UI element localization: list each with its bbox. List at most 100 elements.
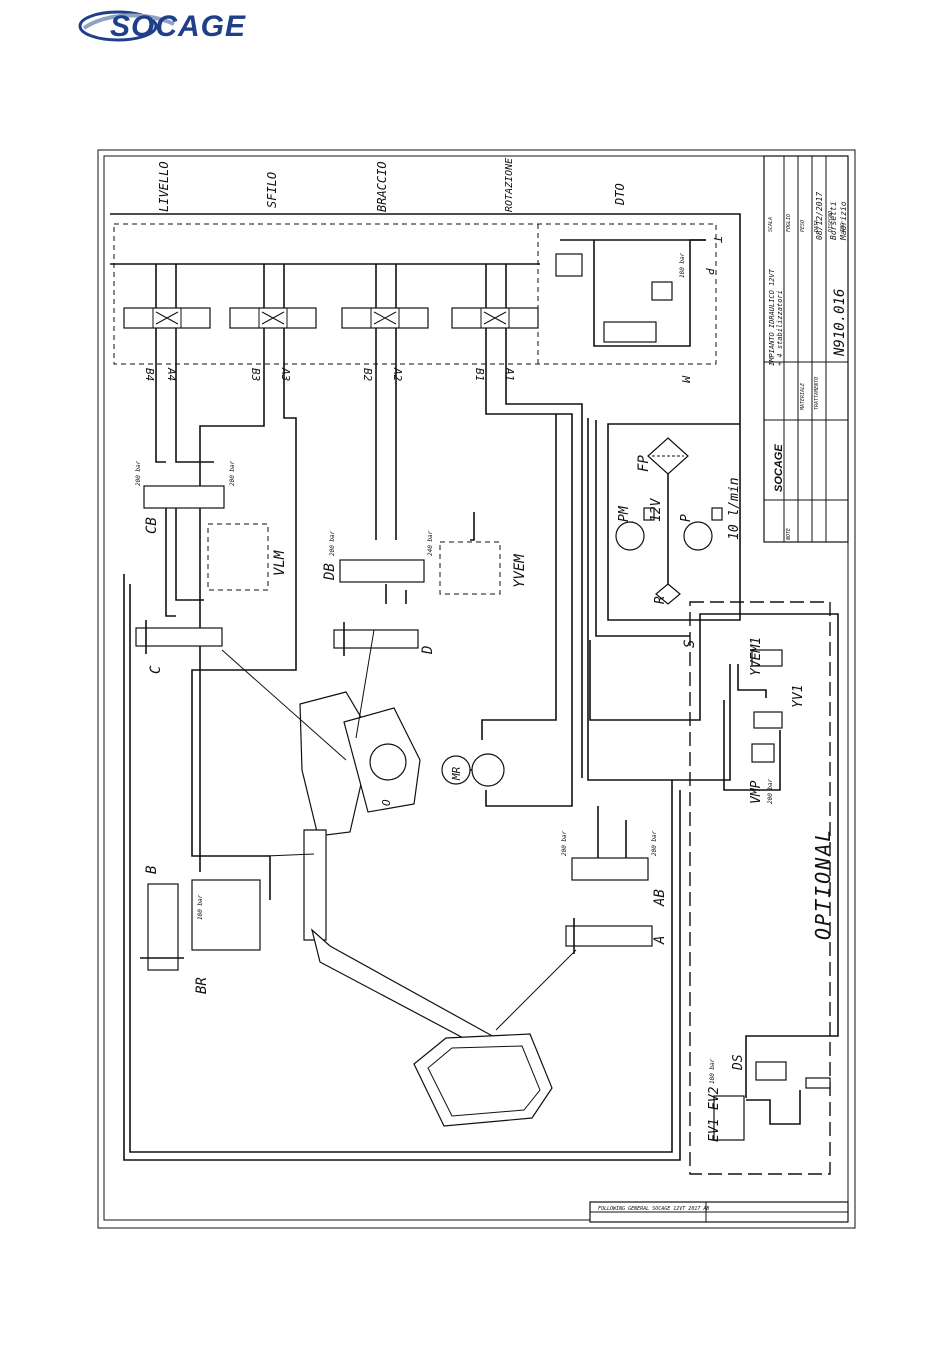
- title-label-note: NOTE: [786, 528, 792, 541]
- label-ds: DS: [731, 1054, 746, 1071]
- br-block: [191, 879, 261, 951]
- port-b1: B1: [473, 368, 486, 381]
- rating-cb-right: 200 bar: [229, 460, 236, 486]
- rating-ab-right: 200 bar: [651, 830, 658, 856]
- section-braccio: BRACCIO: [375, 161, 389, 212]
- rating-br: 180 bar: [197, 894, 204, 920]
- label-r: R: [653, 596, 668, 604]
- title-label-ing: ING: [840, 223, 846, 232]
- label-d: D: [420, 646, 436, 655]
- cylinder-c: [135, 627, 223, 647]
- label-s: S: [682, 640, 698, 648]
- title-label-data: DATA: [814, 220, 820, 233]
- cylinder-b: [147, 883, 179, 971]
- cb-block: [143, 485, 225, 509]
- port-a2: A2: [391, 367, 404, 382]
- cylinders: [135, 620, 653, 971]
- label-yvem: YVEM: [512, 554, 528, 588]
- port-t: T: [711, 236, 724, 244]
- label-br: BR: [194, 977, 210, 994]
- label-ab: AB: [652, 889, 668, 907]
- directional-valves: [123, 264, 539, 329]
- title-data: 08/12/2017: [815, 192, 824, 240]
- check-valve-blocks: [143, 485, 649, 951]
- cylinder-d: [333, 629, 419, 649]
- cylinder-a: [565, 925, 653, 947]
- optional-label: OPTIONAL: [811, 828, 835, 940]
- label-c: C: [148, 665, 164, 674]
- label-ev2: EV2: [707, 1086, 722, 1110]
- crane-drawing: [221, 629, 577, 1127]
- drawing-inner-frame: [103, 155, 849, 1221]
- yvem-block: [439, 541, 501, 595]
- title-label-foglio: FOGLIO: [786, 214, 792, 232]
- section-dto: DTO: [613, 183, 627, 206]
- title-label-peso: PESO: [800, 220, 806, 232]
- port-m: M: [679, 375, 692, 383]
- title-impianto: IMPIANTO IDRAULICO 12VT: [768, 268, 776, 366]
- revision-caption: FOLLOWING GENERAL SOCAGE 12VT 2017 AB: [598, 1206, 709, 1212]
- valve-sfilo: [229, 264, 317, 329]
- title-label-trattamento: TRATTAMENTO: [814, 377, 820, 410]
- valve-rotazione: [451, 264, 539, 329]
- port-a3: A3: [279, 367, 292, 381]
- label-p: P: [679, 514, 694, 522]
- rating-db-right: 240 bar: [427, 530, 434, 556]
- drawing-frame: [97, 149, 856, 1229]
- label-db: DB: [322, 563, 338, 581]
- label-fp: FP: [636, 455, 652, 472]
- label-yvem1: YVEM1: [749, 637, 764, 676]
- title-label-disegno: DISEGNO: [828, 211, 834, 233]
- section-livello: LIVELLO: [157, 161, 171, 212]
- title-disegno: Borsetti: [829, 201, 838, 240]
- port-p: P: [703, 268, 716, 275]
- port-a1: A1: [503, 367, 516, 381]
- section-rotazione: ROTAZIONE: [504, 158, 515, 212]
- port-b2: B2: [361, 368, 374, 382]
- valve-bank-enclosure: [113, 223, 717, 365]
- valve-braccio: [341, 264, 429, 329]
- port-a4: A4: [165, 367, 178, 381]
- db-block: [339, 559, 425, 583]
- title-stabilizzatori: + 4 stabilizzatori: [776, 290, 784, 366]
- label-o: O: [380, 799, 393, 806]
- pump-circuit: [607, 396, 741, 621]
- title-label-scala: SCALA: [768, 217, 774, 232]
- label-pm: PM: [617, 505, 632, 522]
- rating-voltage: 12V: [649, 497, 664, 522]
- label-vmp: VMP: [749, 780, 764, 804]
- rotation-motor: [441, 753, 505, 787]
- title-block: IMPIANTO IDRAULICO 12VT + 4 stabilizzato…: [763, 155, 849, 543]
- label-b: B: [144, 866, 160, 874]
- title-logo: SOCAGE: [773, 444, 785, 492]
- rating-ds: 180 bar: [709, 1058, 716, 1084]
- title-label-materiale: MATERIALE: [800, 383, 806, 411]
- optional-circuit: [713, 649, 831, 1141]
- valve-livello: [123, 264, 211, 329]
- section-labels: LIVELLO SFILO BRACCIO ROTAZIONE DTO: [157, 158, 627, 212]
- logo-text: SOCAGE: [110, 10, 246, 43]
- rating-ab-left: 200 bar: [561, 830, 568, 856]
- rating-cb-left: 200 bar: [135, 460, 142, 486]
- rating-flow: 10 l/min: [727, 477, 742, 540]
- rating-db-left: 200 bar: [329, 530, 336, 556]
- dto-block: [555, 239, 706, 347]
- vlm-block: [207, 523, 269, 591]
- component-labels: CB VLM C DB YVEM D MR O B BR AB A PM P F…: [144, 455, 806, 1142]
- rating-labels: 200 bar 200 bar 200 bar 240 bar 200 bar …: [135, 252, 774, 1084]
- label-cb: CB: [144, 517, 160, 534]
- section-sfilo: SFILO: [265, 172, 279, 208]
- label-ev1: EV1: [707, 1119, 722, 1142]
- socage-logo: SOCAGE: [78, 10, 246, 43]
- optional-enclosure: [689, 601, 831, 1175]
- rating-dto: 180 bar: [679, 252, 686, 278]
- label-vlm: VLM: [272, 550, 288, 576]
- title-numero: N910.016: [832, 289, 848, 357]
- ab-block: [571, 857, 649, 881]
- label-yv1: YV1: [791, 685, 806, 708]
- port-b3: B3: [249, 368, 262, 381]
- label-a: A: [652, 936, 668, 945]
- label-mr: MR: [450, 766, 463, 781]
- title-ing: Maurizio: [839, 201, 848, 241]
